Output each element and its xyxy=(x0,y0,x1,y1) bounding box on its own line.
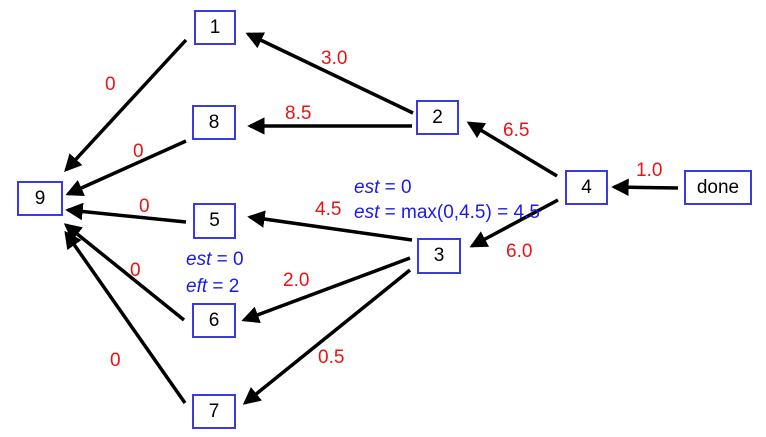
annotation-est-node3: est = 0 xyxy=(354,177,412,199)
arrow-2-to-1 xyxy=(245,32,414,115)
arrow-6-to-9 xyxy=(63,223,186,322)
node-2: 2 xyxy=(416,100,459,135)
eft-value: = 2 xyxy=(207,276,240,297)
node-done: done xyxy=(684,170,752,205)
est-max-value: = max(0,4.5) = 4.5 xyxy=(379,202,540,223)
node-6: 6 xyxy=(192,303,236,338)
est-term: est xyxy=(354,202,380,223)
weight-label-4-2: 6.5 xyxy=(503,120,530,141)
node-3: 3 xyxy=(417,238,461,274)
weight-label-3-6: 2.0 xyxy=(283,270,310,291)
eft-term: eft xyxy=(186,276,208,297)
arrow-1-to-9 xyxy=(64,38,188,173)
weight-label-4-3: 6.0 xyxy=(506,241,533,262)
arrow-done-to-4 xyxy=(611,178,679,196)
node-5: 5 xyxy=(193,203,236,239)
arrow-8-to-9 xyxy=(65,139,187,196)
weight-label-2-8: 8.5 xyxy=(285,103,312,124)
arrow-3-to-5 xyxy=(247,210,413,242)
weight-label-5-9: 0 xyxy=(139,196,150,217)
est-term: est xyxy=(354,177,380,198)
annotation-eft-node6: eft = 2 xyxy=(186,276,239,298)
node-4: 4 xyxy=(565,170,608,205)
node-7: 7 xyxy=(192,394,236,429)
node-8: 8 xyxy=(192,105,236,140)
arrow-3-to-6 xyxy=(241,256,411,324)
arrow-3-to-7 xyxy=(242,268,412,405)
weight-label-1-9: 0 xyxy=(105,74,116,95)
weight-label-3-5: 4.5 xyxy=(315,199,342,220)
est-value: = 0 xyxy=(211,249,244,270)
est-term: est xyxy=(186,249,212,270)
weight-label-8-9: 0 xyxy=(133,141,144,162)
arrow-7-to-9 xyxy=(64,230,187,405)
arrow-5-to-9 xyxy=(65,202,187,224)
weight-label-done-4: 1.0 xyxy=(636,160,663,181)
arrow-4-to-3 xyxy=(469,198,559,248)
arrow-4-to-2 xyxy=(466,121,558,178)
weight-label-6-9: 0 xyxy=(130,260,141,281)
annotation-est-max-node3: est = max(0,4.5) = 4.5 xyxy=(354,202,540,224)
weight-label-2-1: 3.0 xyxy=(321,48,348,69)
est-value: = 0 xyxy=(379,177,412,198)
weight-label-3-7: 0.5 xyxy=(318,347,345,368)
node-9: 9 xyxy=(17,181,63,216)
weight-label-7-9: 0 xyxy=(110,350,121,371)
node-1: 1 xyxy=(194,10,236,45)
annotation-est-node6: est = 0 xyxy=(186,249,244,271)
